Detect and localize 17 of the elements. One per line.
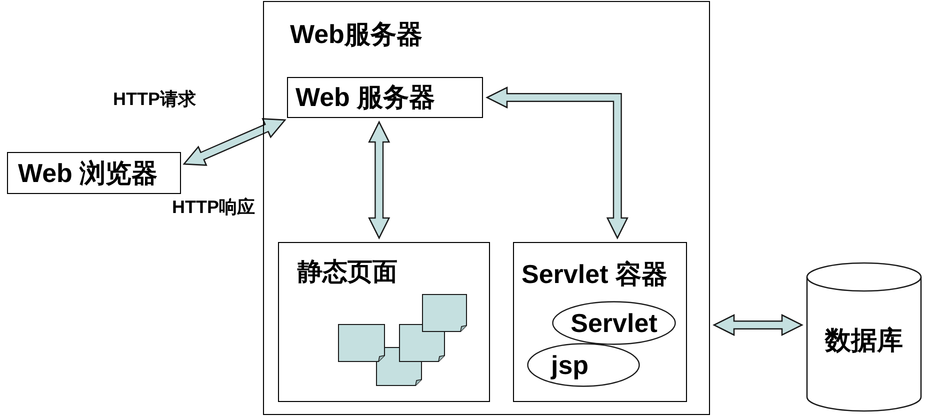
labeled-ellipse: Servlet — [552, 301, 676, 345]
double-arrow — [182, 116, 287, 168]
box-heading: Web服务器 — [290, 20, 422, 49]
arrow-label: HTTP请求 — [113, 90, 196, 110]
box-heading: 静态页面 — [298, 258, 398, 286]
labeled-ellipse: jsp — [527, 343, 640, 387]
database-cylinder: 数据库 — [806, 262, 922, 412]
arrow-label: HTTP响应 — [172, 198, 255, 218]
text-box: Web 服务器 — [286, 76, 482, 118]
container-box — [263, 1, 710, 415]
text-box: Web 浏览器 — [7, 152, 181, 194]
container-box — [278, 242, 490, 402]
double-arrow — [713, 314, 803, 336]
double-arrow — [368, 121, 390, 239]
double-arrow — [486, 86, 628, 239]
box-heading: Servlet 容器 — [522, 260, 668, 288]
container-box — [512, 242, 686, 402]
